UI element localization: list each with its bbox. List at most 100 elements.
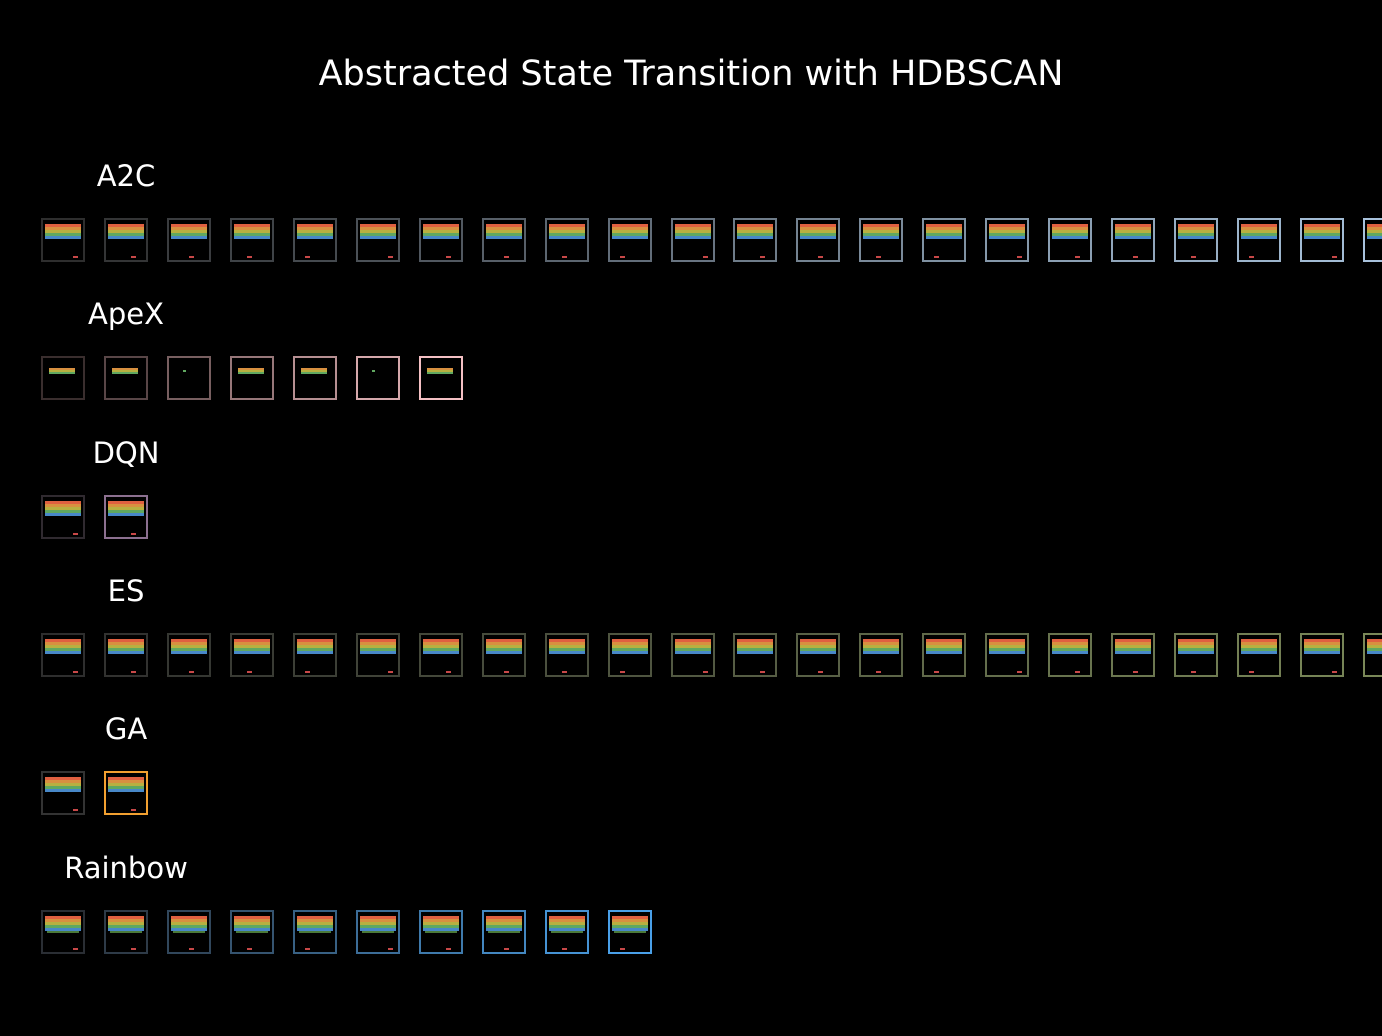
frame-band [423, 922, 459, 925]
state-frame-es-17 [1048, 633, 1092, 677]
frame-paddle [1133, 256, 1138, 258]
frame-band [863, 233, 899, 236]
frame-band [1304, 639, 1340, 642]
frame-paddle [876, 256, 881, 258]
frame-paddle [388, 948, 393, 950]
frame-band [1178, 230, 1214, 233]
frame-band [108, 651, 144, 654]
state-frame-a2c-11 [671, 218, 715, 262]
frame-band [297, 645, 333, 648]
frame-band [486, 236, 522, 239]
state-frame-a2c-20 [1237, 218, 1281, 262]
frame-band [800, 648, 836, 651]
frame-band [297, 928, 333, 931]
row-label-dqn: DQN [92, 436, 160, 470]
frame-paddle [446, 256, 451, 258]
frame-band [108, 789, 144, 792]
frame-band [234, 928, 270, 931]
frame-paddle [934, 256, 939, 258]
state-frame-a2c-18 [1111, 218, 1155, 262]
frame-band [989, 645, 1025, 648]
frame-band [1304, 224, 1340, 227]
frame-band [1241, 642, 1277, 645]
frame-band [171, 227, 207, 230]
frame-band [989, 642, 1025, 645]
frame-band [108, 645, 144, 648]
state-frame-es-13 [796, 633, 840, 677]
frame-band [297, 236, 333, 239]
state-frame-rainbow-1 [41, 910, 85, 954]
frame-paddle [1017, 256, 1022, 258]
state-frame-es-3 [167, 633, 211, 677]
frame-band [297, 922, 333, 925]
frame-band [549, 916, 585, 919]
frame-band [612, 928, 648, 931]
frame-paddle [620, 256, 625, 258]
frame-band [234, 227, 270, 230]
frame-band [612, 642, 648, 645]
state-frame-es-19 [1174, 633, 1218, 677]
frame-band [1115, 233, 1151, 236]
frame-band [612, 919, 648, 922]
frame-paddle [760, 671, 765, 673]
frame-band [360, 230, 396, 233]
frame-band [45, 510, 81, 513]
state-frame-es-15 [922, 633, 966, 677]
row-label-a2c: A2C [96, 159, 156, 193]
frame-band [360, 639, 396, 642]
frame-band [423, 648, 459, 651]
frame-band [675, 645, 711, 648]
frame-band [45, 922, 81, 925]
frame-band [108, 786, 144, 789]
frame-band [108, 501, 144, 504]
frame-band [486, 651, 522, 654]
frame-band [1304, 642, 1340, 645]
frame-band [1241, 236, 1277, 239]
frame-band [926, 227, 962, 230]
frame-band [238, 372, 264, 374]
state-frame-a2c-13 [796, 218, 840, 262]
frame-debris [425, 931, 457, 933]
state-frame-a2c-16 [985, 218, 1029, 262]
frame-band [301, 368, 327, 370]
frame-band [297, 224, 333, 227]
frame-band [800, 639, 836, 642]
frame-band [863, 651, 899, 654]
frame-paddle [562, 671, 567, 673]
frame-paddle [189, 948, 194, 950]
frame-band [108, 648, 144, 651]
frame-band [863, 227, 899, 230]
frame-band [297, 227, 333, 230]
frame-debris [488, 931, 520, 933]
frame-paddle [1075, 256, 1080, 258]
frame-band [675, 236, 711, 239]
frame-band [612, 922, 648, 925]
frame-band [297, 919, 333, 922]
frame-band [800, 645, 836, 648]
state-frame-es-8 [482, 633, 526, 677]
frame-band [863, 224, 899, 227]
frame-band [1178, 236, 1214, 239]
frame-band [171, 925, 207, 928]
frame-band [800, 651, 836, 654]
state-frame-es-18 [1111, 633, 1155, 677]
frame-band [737, 648, 773, 651]
frame-band [108, 236, 144, 239]
frame-paddle [703, 256, 708, 258]
frame-band [108, 507, 144, 510]
state-frame-a2c-21 [1300, 218, 1344, 262]
frame-band [45, 642, 81, 645]
frame-band [675, 651, 711, 654]
frame-band [108, 777, 144, 780]
row-label-rainbow: Rainbow [64, 851, 188, 885]
state-frame-apex-1 [41, 356, 85, 400]
frame-paddle [189, 256, 194, 258]
frame-band [486, 922, 522, 925]
frame-band [549, 233, 585, 236]
frame-paddle [131, 671, 136, 673]
frame-paddle [1249, 671, 1254, 673]
frame-band [612, 925, 648, 928]
frame-paddle [1191, 671, 1196, 673]
frame-paddle [73, 256, 78, 258]
frame-band [1367, 639, 1382, 642]
